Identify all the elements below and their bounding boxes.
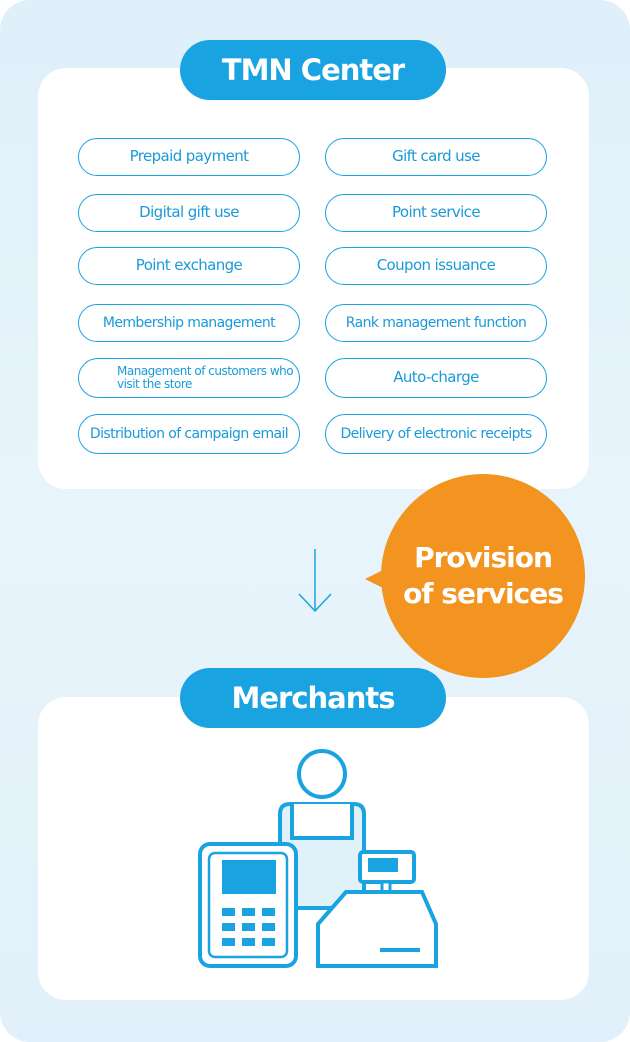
down-arrow-icon [298, 549, 332, 613]
service-item: Coupon issuance [325, 247, 547, 285]
service-item: Distribution of campaign email [78, 414, 300, 454]
service-item: Point service [325, 194, 547, 232]
person-head-icon [297, 749, 347, 799]
service-item: Rank management function [325, 304, 547, 342]
service-item: Prepaid payment [78, 138, 300, 176]
merchants-title: Merchants [180, 668, 446, 728]
service-item: Management of customers who visit the st… [78, 358, 300, 398]
service-item: Digital gift use [78, 194, 300, 232]
service-item: Point exchange [78, 247, 300, 285]
service-item: Gift card use [325, 138, 547, 176]
service-item: Auto-charge [325, 358, 547, 398]
merchant-cashier-illustration [198, 749, 438, 968]
provision-label: Provision of services [403, 541, 564, 610]
tmn-center-title: TMN Center [180, 40, 446, 100]
service-item: Membership management [78, 304, 300, 342]
service-item: Delivery of electronic receipts [325, 414, 547, 454]
provision-of-services-bubble: Provision of services [381, 474, 585, 678]
